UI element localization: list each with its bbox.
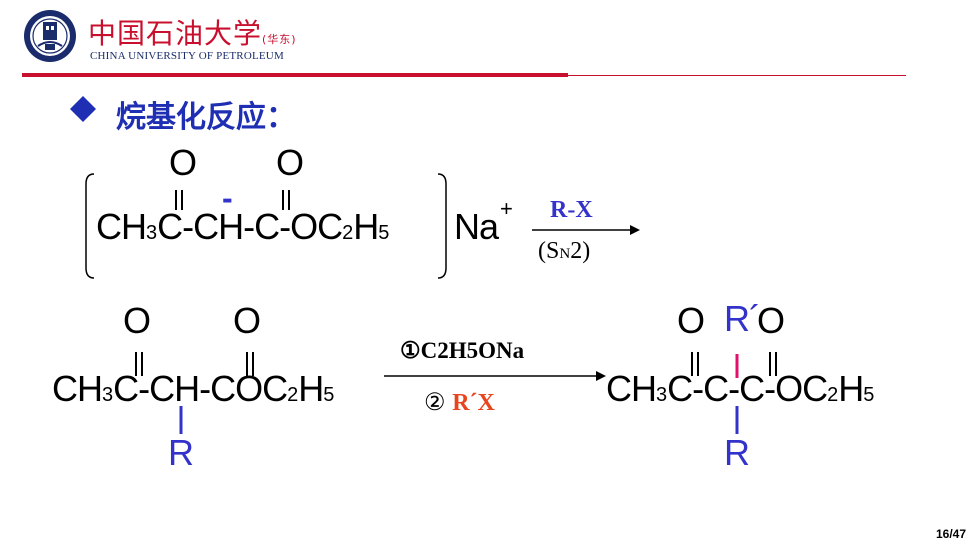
reaction1-carbanion-charge: - [222, 180, 233, 216]
reaction1-formula: CH3C-CH-C-OC2H5 [96, 206, 390, 247]
reaction2-formula: CH3C-CH-COC2H5 [52, 368, 335, 409]
university-name-en: CHINA UNIVERSITY OF PETROLEUM [90, 50, 284, 62]
product-substituent: R [724, 432, 750, 473]
product-formula: CH3C-C-C-OC2H5 [606, 368, 875, 409]
reaction2-oxygen-2: O [233, 300, 261, 341]
product-oxygen-1: O [677, 300, 705, 341]
diamond-bullet-icon [70, 96, 96, 122]
university-seal-icon [24, 10, 76, 62]
reaction2-step2: ② R´X [424, 390, 495, 416]
reaction1-condition: (SN2) [538, 238, 591, 264]
campus-label: (华东) [262, 33, 297, 46]
reaction1-brackets [85, 173, 447, 279]
product-r-prime: R´ [724, 298, 761, 339]
reaction2-step1: ①C2H5ONa [400, 338, 525, 363]
reaction1-reagent: R-X [550, 197, 593, 223]
page-title: 烷基化反应： [116, 100, 296, 135]
reaction1-plus-charge: + [500, 196, 513, 221]
reaction2-arrow [384, 371, 606, 381]
reaction1-oxygen-2: O [276, 142, 304, 183]
page-number: 16/47 [935, 527, 966, 541]
reaction1-oxygen-1: O [169, 142, 197, 183]
reaction2-substituent: R [168, 432, 194, 473]
product-oxygen-2: O [757, 300, 785, 341]
reaction2-oxygen-1: O [123, 300, 151, 341]
university-name-cn: 中国石油大学(华东) [88, 17, 297, 50]
product-bonds [691, 352, 777, 434]
reaction2-bonds [135, 352, 254, 434]
reaction1-counter-ion: Na [454, 206, 499, 247]
reaction1-arrow [532, 225, 640, 235]
header-divider-thick [22, 73, 568, 77]
header-divider-thin [568, 75, 906, 76]
